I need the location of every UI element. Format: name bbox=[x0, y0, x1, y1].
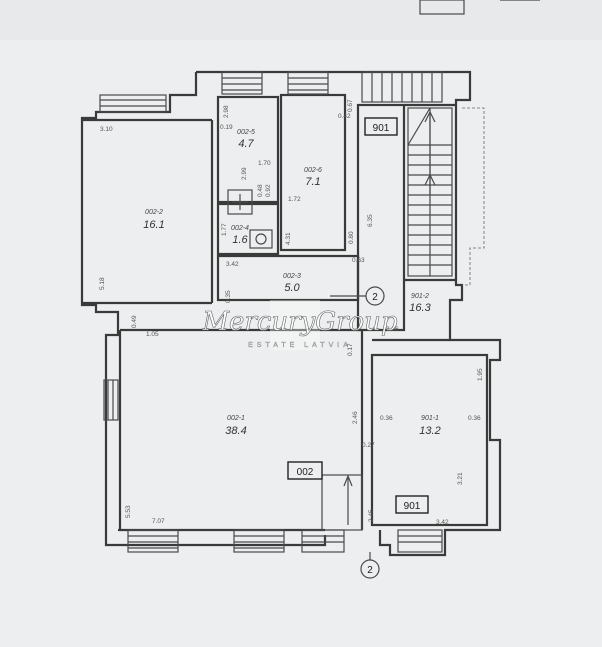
dim-label: 1.77 bbox=[221, 223, 228, 236]
room-002-1-area: 38.4 bbox=[225, 425, 246, 437]
axis-marker-mid: 2 bbox=[330, 286, 385, 306]
unit-901-bottom: 901 bbox=[395, 495, 429, 514]
dim-label: 0.36 bbox=[380, 415, 393, 422]
dim-label: 0.19 bbox=[220, 124, 233, 131]
dim-label: 1.95 bbox=[477, 368, 484, 381]
dim-label: 3.42 bbox=[436, 519, 449, 526]
room-002-2-id: 002-2 bbox=[145, 209, 163, 216]
dim-label: 2.96 bbox=[386, 326, 399, 333]
room-002-3-id: 002-3 bbox=[283, 273, 301, 280]
dim-label: 5.53 bbox=[125, 505, 132, 518]
dim-label: 2.98 bbox=[223, 105, 230, 118]
room-901-2-id: 901-2 bbox=[411, 293, 429, 300]
dim-label: 1.72 bbox=[288, 196, 301, 203]
dim-label: 0.36 bbox=[468, 415, 481, 422]
room-002-6-id: 002-6 bbox=[304, 167, 322, 174]
dim-label: 2.46 bbox=[352, 411, 359, 424]
room-002-2-area: 16.1 bbox=[143, 219, 164, 231]
dim-label: 6.35 bbox=[367, 214, 374, 227]
dim-label: 0.80 bbox=[348, 231, 355, 244]
dim-label: 3.10 bbox=[100, 126, 113, 133]
room-002-6: 002-6 7.1 bbox=[304, 167, 322, 188]
room-002-2: 002-2 16.1 bbox=[143, 209, 164, 231]
room-002-5-area: 4.7 bbox=[238, 138, 254, 150]
room-002-5: 002-5 4.7 bbox=[237, 129, 255, 150]
dimension-labels: 3.10 5.18 0.49 1.05 2.98 0.19 1.70 2.99 … bbox=[99, 99, 484, 526]
dim-label: 7.07 bbox=[152, 518, 165, 525]
dim-label: 0.35 bbox=[225, 290, 232, 303]
windows bbox=[99, 71, 443, 553]
entrance-arrow bbox=[343, 474, 353, 525]
staircase bbox=[361, 71, 485, 286]
room-002-4: 002-4 1.6 bbox=[231, 225, 249, 246]
room-002-5-id: 002-5 bbox=[237, 129, 255, 136]
axis-marker-bottom: 2 bbox=[360, 552, 380, 579]
dim-label: 0.92 bbox=[265, 184, 272, 197]
dim-label: 3.21 bbox=[457, 472, 464, 485]
room-002-1: 002-1 38.4 bbox=[225, 415, 246, 437]
dim-label: 0.42 bbox=[338, 113, 351, 120]
dim-label: 0.67 bbox=[347, 99, 354, 112]
dim-label: 0.49 bbox=[131, 315, 138, 328]
watermark-tagline: ESTATE LATVIA bbox=[248, 342, 352, 349]
watermark-brand: MercuryGroup bbox=[201, 307, 397, 337]
room-901-2: 901-2 16.3 bbox=[409, 293, 431, 314]
unit-002: 002 bbox=[287, 461, 323, 480]
dim-label: 2.99 bbox=[241, 167, 248, 180]
watermark: MercuryGroup ESTATE LATVIA bbox=[201, 300, 398, 350]
bathroom-fixtures bbox=[227, 189, 273, 249]
dim-label: 1.05 bbox=[146, 331, 159, 338]
room-901-1: 901-1 13.2 bbox=[419, 415, 440, 437]
room-901-2-area: 16.3 bbox=[409, 302, 431, 314]
dim-label: 5.18 bbox=[99, 277, 106, 290]
dim-label: 0.17 bbox=[347, 343, 354, 356]
unit-901-bottom-label: 901 bbox=[404, 501, 421, 512]
axis-marker-bottom-label: 2 bbox=[367, 565, 373, 576]
room-002-4-id: 002-4 bbox=[231, 225, 249, 232]
outer-walls bbox=[80, 70, 502, 557]
dim-label: 1.70 bbox=[258, 160, 271, 167]
unit-901-top: 901 bbox=[364, 117, 398, 136]
dim-label: 4.31 bbox=[285, 232, 292, 245]
dim-label: 0.27 bbox=[362, 442, 375, 449]
dim-label: 0.48 bbox=[257, 184, 264, 197]
room-901-1-area: 13.2 bbox=[419, 425, 440, 437]
dim-label: 2.45 bbox=[368, 509, 375, 522]
room-002-3: 002-3 5.0 bbox=[283, 273, 301, 294]
page-corner-fragment bbox=[419, 0, 540, 15]
axis-marker-mid-label: 2 bbox=[372, 292, 378, 303]
room-002-3-area: 5.0 bbox=[284, 282, 300, 294]
interior-walls bbox=[120, 93, 489, 531]
room-002-6-area: 7.1 bbox=[305, 176, 320, 188]
dim-label: 3.42 bbox=[226, 261, 239, 268]
dim-label: 0.63 bbox=[352, 257, 365, 264]
room-901-1-id: 901-1 bbox=[421, 415, 439, 422]
unit-002-label: 002 bbox=[297, 467, 314, 478]
unit-901-top-label: 901 bbox=[373, 123, 390, 134]
room-002-1-id: 002-1 bbox=[227, 415, 245, 422]
room-002-4-area: 1.6 bbox=[232, 234, 248, 246]
